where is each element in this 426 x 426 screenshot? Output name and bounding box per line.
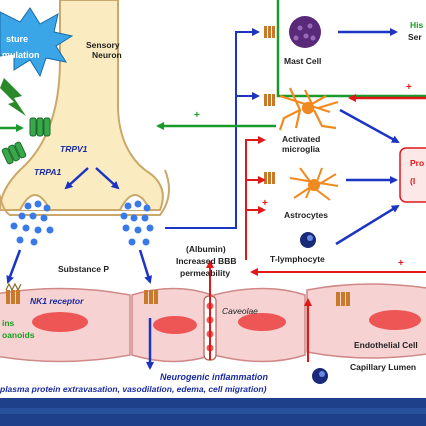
microglia-icon	[278, 87, 339, 131]
stimulus-label-2: mulation	[2, 50, 40, 60]
substance-p-label: Substance P	[58, 264, 109, 274]
nk1-receptor-icon	[336, 292, 350, 306]
pro-inflammatory-box	[399, 147, 426, 203]
plus-sign: +	[262, 198, 268, 209]
left-cut-label-2: oanoids	[2, 330, 35, 340]
nucleus	[238, 313, 286, 331]
neurogenic-inflammation-label: Neurogenic inflammation	[160, 372, 269, 382]
activated-microglia-label-2: microglia	[282, 144, 320, 154]
stimulus-label-1: sture	[6, 34, 28, 44]
capillary-lumen-label: Capillary Lumen	[350, 362, 416, 372]
astrocyte-icon	[289, 167, 339, 201]
endothelial-cells-label: Endothelial Cell	[354, 340, 418, 350]
sensory-neuron-label-1: Sensory	[86, 40, 120, 50]
nucleus	[369, 310, 421, 330]
caveolae-label: Caveolae	[222, 306, 258, 316]
mast-cell-label: Mast Cell	[284, 56, 321, 66]
receptor-icon	[264, 94, 275, 106]
trpv1-channel-icon	[29, 117, 51, 137]
t-lymphocyte-label: T-lymphocyte	[270, 254, 325, 264]
increased-bbb-label-1: Increased BBB	[176, 256, 236, 266]
nucleus	[32, 312, 88, 332]
trpa1-label: TRPA1	[34, 167, 62, 177]
increased-bbb-label-2: permeability	[180, 268, 230, 278]
mast-cell-icon	[289, 16, 321, 48]
pro-paren-label: (I	[410, 176, 415, 186]
serotonin-label: Ser	[408, 32, 422, 42]
nk1-receptor-icon	[144, 290, 158, 304]
mast-cell-frame	[276, 0, 426, 98]
histamine-label: His	[410, 20, 424, 30]
substance-p-vesicles-left	[10, 200, 54, 246]
plus-sign: +	[194, 110, 200, 121]
receptor-icon	[264, 26, 275, 38]
left-cut-label-1: ins	[2, 318, 15, 328]
t-lymphocyte-icon	[300, 232, 316, 248]
activated-microglia-label-1: Activated	[282, 134, 320, 144]
albumin-label: (Albumin)	[186, 244, 226, 254]
nk1-receptor-icon	[5, 282, 22, 304]
plus-sign: +	[406, 82, 412, 93]
nk1-receptor-label: NK1 receptor	[30, 296, 84, 306]
receptor-icon	[264, 172, 275, 184]
astrocytes-label: Astrocytes	[284, 210, 328, 220]
substance-p-vesicles-right	[120, 200, 154, 246]
t-lymphocyte-icon	[312, 368, 328, 384]
pro-label: Pro	[410, 158, 424, 168]
stimulus-starburst	[0, 7, 74, 78]
plus-sign: +	[398, 258, 404, 269]
trpv1-label: TRPV1	[60, 144, 88, 154]
effects-label: plasma protein extravasation, vasodilati…	[0, 384, 267, 394]
sensory-neuron-label-2: Neuron	[92, 50, 122, 60]
nucleus	[153, 316, 197, 334]
trpa1-channel-icon	[1, 141, 27, 165]
lightning-icon	[0, 78, 26, 116]
